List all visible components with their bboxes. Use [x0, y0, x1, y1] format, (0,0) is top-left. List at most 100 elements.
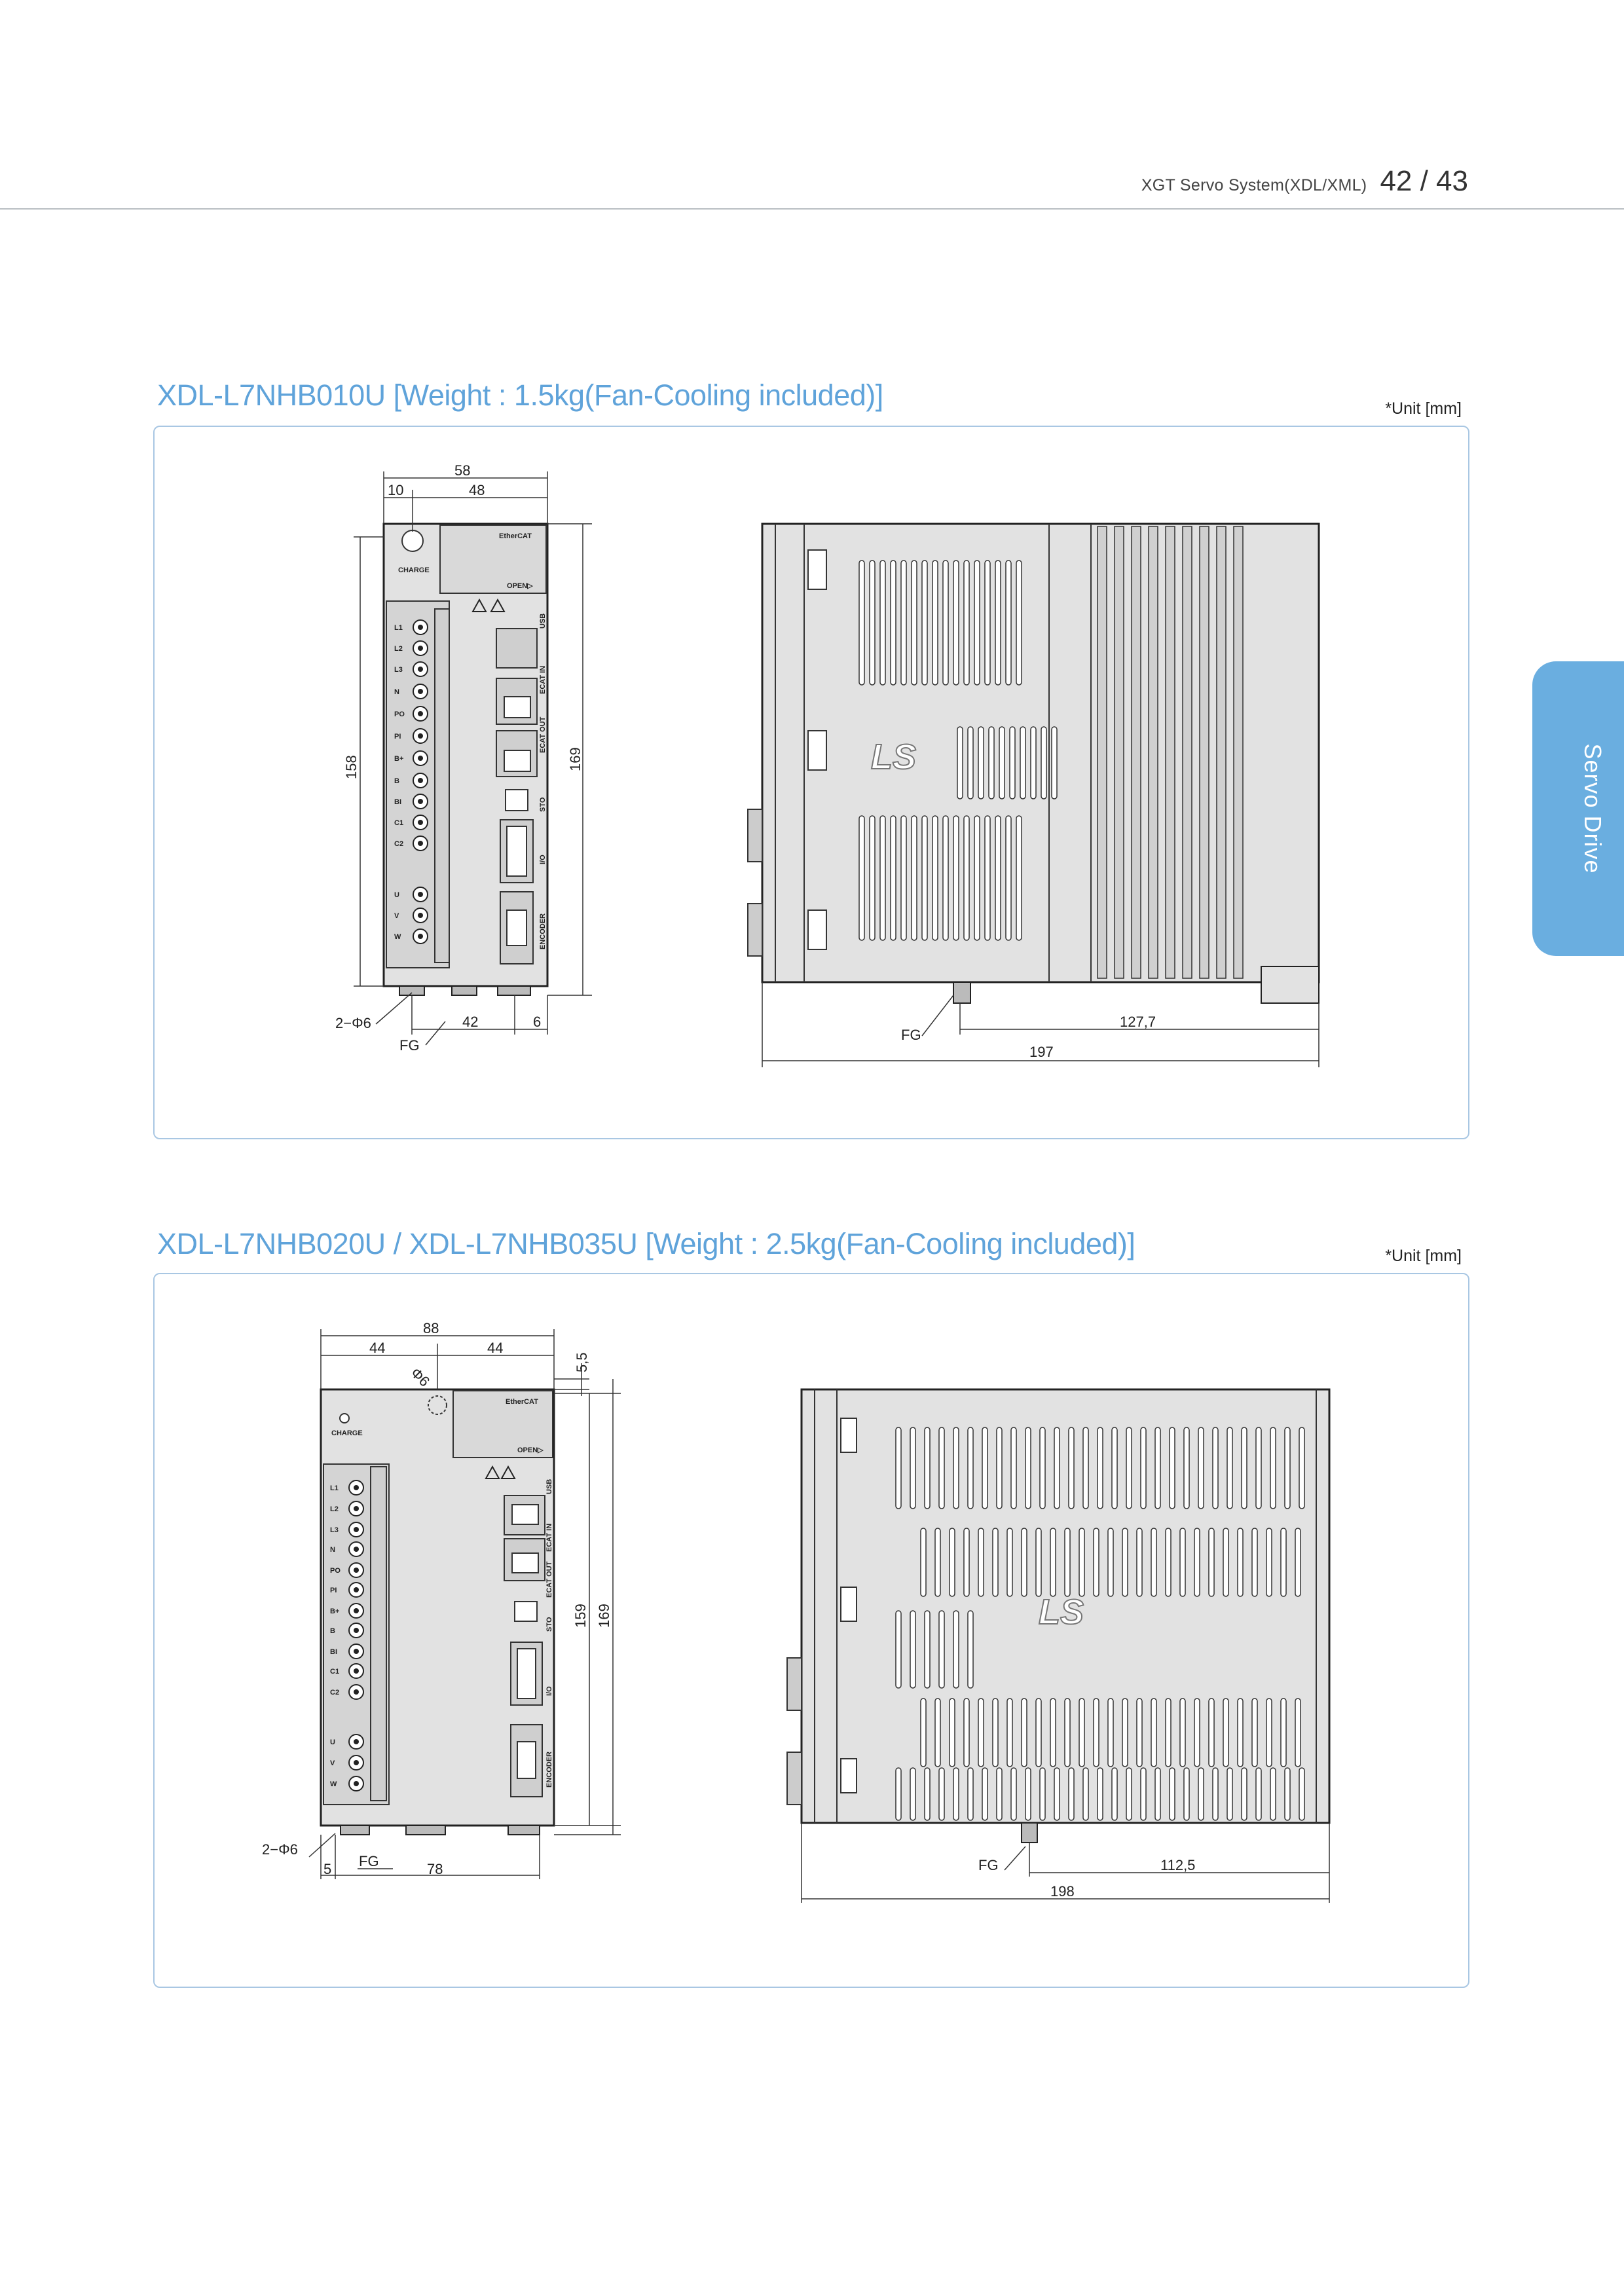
- dim-hole-spacing: 78: [427, 1861, 443, 1877]
- connector-label: USB: [545, 1479, 553, 1494]
- vent-slot: [1284, 1767, 1291, 1821]
- vent-slot: [1165, 1528, 1172, 1597]
- vent-slot: [1122, 1528, 1128, 1597]
- vent-slot: [1111, 1427, 1118, 1509]
- terminal-label: L3: [330, 1526, 339, 1534]
- vent-slot: [953, 815, 959, 941]
- heatsink-fin: [1097, 526, 1107, 979]
- vent-slot: [1295, 1528, 1301, 1597]
- connector-label: STO: [545, 1617, 553, 1632]
- vent-slot: [967, 1610, 974, 1689]
- vent-slot: [953, 1767, 959, 1821]
- heatsink-fin: [1216, 526, 1227, 979]
- terminal-label: B+: [394, 755, 403, 763]
- vent-slot: [995, 815, 1001, 941]
- side-dim-text-1: FG 127,7 197: [901, 1014, 1156, 1060]
- heatsink-fin: [1148, 526, 1158, 979]
- vent-slot: [920, 1528, 927, 1597]
- side-tab-servo-drive[interactable]: Servo Drive: [1532, 661, 1624, 956]
- vent-slot: [978, 1698, 984, 1767]
- terminal-label: N: [330, 1546, 335, 1554]
- vent-slot: [1151, 1528, 1157, 1597]
- vent-slot: [1035, 1528, 1042, 1597]
- vent-slot: [932, 815, 938, 941]
- vent-slot: [1151, 1698, 1157, 1767]
- vent-slot: [910, 1610, 916, 1689]
- vent-slot: [1255, 1767, 1262, 1821]
- vent-slot: [1154, 1767, 1161, 1821]
- vent-slot: [1227, 1427, 1233, 1509]
- terminal-label: PI: [330, 1587, 337, 1594]
- dim-width-total: 88: [423, 1320, 439, 1336]
- dim-height-inner: 159: [572, 1604, 589, 1628]
- terminal-label: PO: [330, 1567, 341, 1575]
- connector-label: I/O: [539, 854, 547, 864]
- dim-width-total: 58: [454, 462, 470, 479]
- header-divider: [0, 208, 1624, 210]
- dim-half-left: 44: [369, 1340, 385, 1356]
- terminal-label: U: [330, 1738, 335, 1746]
- vent-slot: [1284, 1427, 1291, 1509]
- vent-slot: [924, 1767, 931, 1821]
- page-number: 42 / 43: [1380, 165, 1468, 197]
- unit-note-1: *Unit [mm]: [1385, 399, 1462, 418]
- terminal-label: L2: [394, 645, 403, 653]
- terminal-label: B+: [330, 1607, 339, 1615]
- vent-slot: [1212, 1767, 1219, 1821]
- vent-slot: [895, 1427, 902, 1509]
- front-dim-lines-1: [354, 471, 592, 1046]
- heatsink-fin: [1165, 526, 1175, 979]
- dimension-drawing-2: CHARGE OPEN▷ EtherCAT L1 L2 L3 N PO PI B…: [262, 1320, 1331, 1903]
- vent-slot: [1169, 1427, 1175, 1509]
- vent-slot: [858, 560, 865, 686]
- vent-slot: [1107, 1698, 1114, 1767]
- terminal-label: BI: [394, 798, 401, 806]
- terminal-label: C2: [330, 1689, 339, 1697]
- connector-label: ECAT IN: [545, 1524, 553, 1552]
- vent-slot: [1237, 1698, 1244, 1767]
- vent-slot: [1097, 1427, 1103, 1509]
- dim-depth-partial: 112,5: [1160, 1857, 1195, 1873]
- vent-slot: [953, 1427, 959, 1509]
- terminal-label: L1: [394, 624, 403, 632]
- dimension-drawing-1: CHARGE OPEN▷ EtherCAT L1 L2 L3 N PO PI B…: [335, 462, 1320, 1067]
- dim-fg-side: FG: [978, 1857, 999, 1873]
- vent-slot: [1006, 1528, 1013, 1597]
- front-view-1: [382, 523, 549, 996]
- vent-slot: [1035, 1698, 1042, 1767]
- vent-slot: [910, 1767, 916, 1821]
- vent-slot: [1021, 1698, 1027, 1767]
- front-panel-labels-2: CHARGE OPEN▷ EtherCAT L1 L2 L3 N PO PI B…: [330, 1398, 553, 1788]
- vent-slot: [978, 726, 984, 799]
- vent-slot: [1241, 1767, 1247, 1821]
- dim-fg-side: FG: [901, 1027, 921, 1043]
- vent-slot: [1016, 815, 1022, 941]
- vent-slot: [1126, 1427, 1132, 1509]
- vent-slot: [1140, 1767, 1147, 1821]
- vent-slot: [978, 1528, 984, 1597]
- vent-slot: [900, 560, 907, 686]
- vent-slot: [982, 1427, 988, 1509]
- vent-slot: [895, 1767, 902, 1821]
- dim-depth-partial: 127,7: [1120, 1014, 1156, 1030]
- vent-slot: [1005, 815, 1012, 941]
- vent-slot: [938, 1610, 945, 1689]
- vent-slot: [1093, 1528, 1099, 1597]
- vent-slot: [1111, 1767, 1118, 1821]
- vent-slot: [920, 1698, 927, 1767]
- vent-slot: [1198, 1427, 1204, 1509]
- vent-slot: [1030, 726, 1037, 799]
- vent-slot: [938, 1427, 945, 1509]
- vent-slots-2: [895, 1427, 1305, 1821]
- vent-slot: [1082, 1767, 1089, 1821]
- charge-label: CHARGE: [398, 566, 430, 574]
- vent-slot: [949, 1698, 955, 1767]
- dim-width-inner: 48: [469, 482, 485, 498]
- vent-slot: [1198, 1767, 1204, 1821]
- section-title-1: XDL-L7NHB010U [Weight : 1.5kg(Fan-Coolin…: [157, 378, 883, 412]
- terminal-label: C1: [394, 819, 403, 827]
- vent-slot: [992, 1698, 999, 1767]
- vent-slot: [942, 815, 949, 941]
- dim-hole-offset: 6: [533, 1014, 541, 1030]
- vent-slot: [1280, 1528, 1287, 1597]
